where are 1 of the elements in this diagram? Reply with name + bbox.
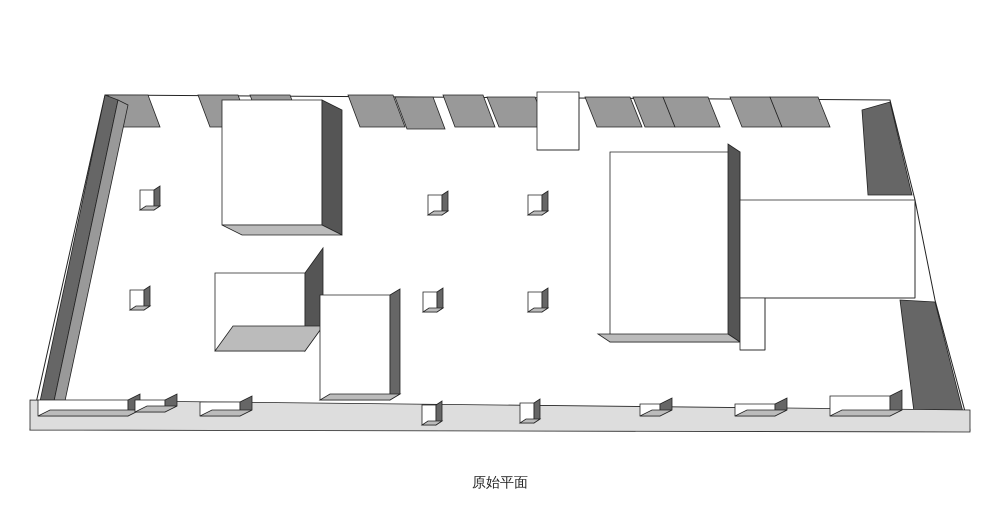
caption: 原始平面	[472, 474, 528, 492]
